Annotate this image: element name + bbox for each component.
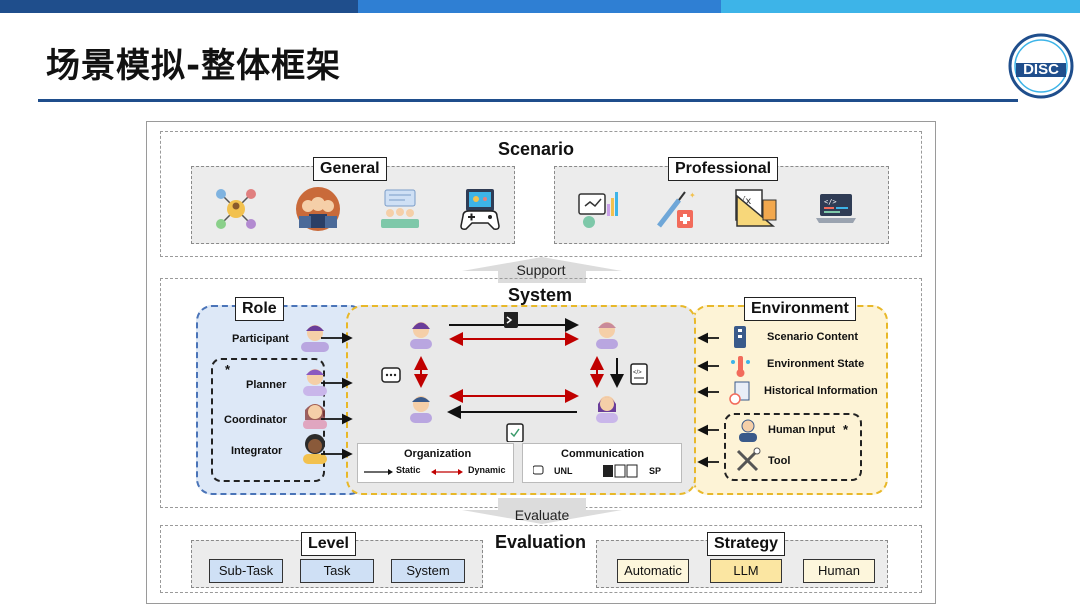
agent-network: </> [381, 312, 648, 442]
page-title: 场景模拟-整体框架 [46, 46, 342, 86]
env-human-input: Human Input [768, 424, 836, 436]
env-subgroup-box [724, 413, 862, 481]
professional-label: Professional [668, 157, 779, 181]
env-environment-state: Environment State [767, 358, 865, 370]
scenario-section [160, 131, 922, 257]
participant-avatar [301, 325, 329, 352]
agent-bottom-right [596, 396, 618, 423]
env-subgroup-icons [736, 419, 761, 472]
title-underline [38, 99, 1018, 102]
team-people-icon [296, 187, 340, 231]
top-color-bar [0, 0, 1080, 13]
general-label: General [313, 157, 387, 181]
medical-icon: ✦ [657, 191, 696, 228]
role-panel [196, 305, 366, 495]
terminal-icon [504, 312, 518, 328]
level-system: System [391, 559, 465, 583]
meeting-icon [381, 189, 419, 228]
role-label: Role [235, 297, 284, 321]
code-laptop-icon: </> [816, 194, 856, 223]
scenario-heading: Scenario [498, 139, 575, 159]
organization-static: Static [396, 465, 421, 475]
svg-text:</>: </> [824, 198, 837, 206]
chat-bubble-icon [381, 367, 401, 383]
human-input-icon [739, 419, 757, 442]
data-analysis-icon [578, 192, 618, 228]
historical-info-icon [729, 381, 750, 405]
strategy-label: Strategy [707, 532, 786, 556]
strategy-automatic: Automatic [617, 559, 689, 583]
evaluation-heading: Evaluation [495, 532, 587, 552]
role-avatars [301, 325, 329, 464]
environment-arrows [697, 326, 750, 468]
evaluate-label: Evaluate [514, 507, 570, 523]
system-heading: System [508, 285, 573, 305]
evaluate-connector [462, 498, 622, 524]
level-task: Task [300, 559, 374, 583]
network-people-icon [216, 189, 256, 229]
organization-legend: Organization Static Dynamic [357, 443, 514, 483]
communication-legend: Communication UNL SP [522, 443, 682, 483]
role-planner: Planner [246, 379, 287, 391]
svg-text:√x: √x [739, 196, 751, 207]
role-participant: Participant [232, 333, 289, 345]
game-controller-icon [460, 189, 500, 230]
role-to-center-arrows [321, 332, 353, 460]
level-subtask: Sub-Task [209, 559, 283, 583]
framework-figure: Scenario General Professional ✦ [146, 121, 936, 604]
support-label: Support [516, 262, 566, 278]
communication-title: Communication [561, 448, 645, 460]
communication-unl: UNL [554, 466, 573, 476]
organization-dynamic: Dynamic [468, 465, 506, 475]
organization-arrows [364, 469, 463, 475]
role-star: * [225, 362, 231, 377]
code-doc-icon: </> [630, 363, 648, 385]
env-tool: Tool [768, 455, 791, 467]
strategy-human: Human [803, 559, 875, 583]
svg-text:✦: ✦ [689, 191, 696, 200]
math-icon: √x [735, 189, 777, 227]
level-label: Level [301, 532, 356, 556]
top-bar-segment [358, 0, 721, 13]
svg-text:DISC: DISC [1023, 61, 1059, 78]
scenario-content-icon [734, 326, 746, 348]
svg-text:</>: </> [633, 370, 642, 376]
tool-icon [736, 447, 761, 472]
role-integrator: Integrator [231, 445, 283, 457]
env-scenario-content: Scenario Content [767, 331, 859, 343]
communication-icons [533, 464, 638, 478]
role-coordinator: Coordinator [224, 414, 287, 426]
agent-bottom-left [410, 396, 432, 423]
communication-sp: SP [649, 466, 662, 476]
environment-label: Environment [744, 297, 856, 321]
disc-logo: DISC [1008, 33, 1074, 99]
env-historical-info: Historical Information [764, 385, 878, 397]
integrator-avatar [303, 434, 327, 464]
top-bar-segment [0, 0, 358, 13]
env-star: * [843, 422, 849, 437]
planner-avatar [303, 369, 327, 396]
clipboard-check-icon [506, 423, 524, 442]
coordinator-avatar [303, 404, 327, 429]
top-bar-segment [721, 0, 1080, 13]
organization-title: Organization [404, 448, 472, 460]
agent-top-right [596, 322, 618, 349]
evaluation-section [160, 525, 922, 593]
support-connector [462, 257, 622, 283]
strategy-llm: LLM [710, 559, 782, 583]
environment-state-icon [731, 356, 750, 377]
agent-top-left [410, 322, 432, 349]
